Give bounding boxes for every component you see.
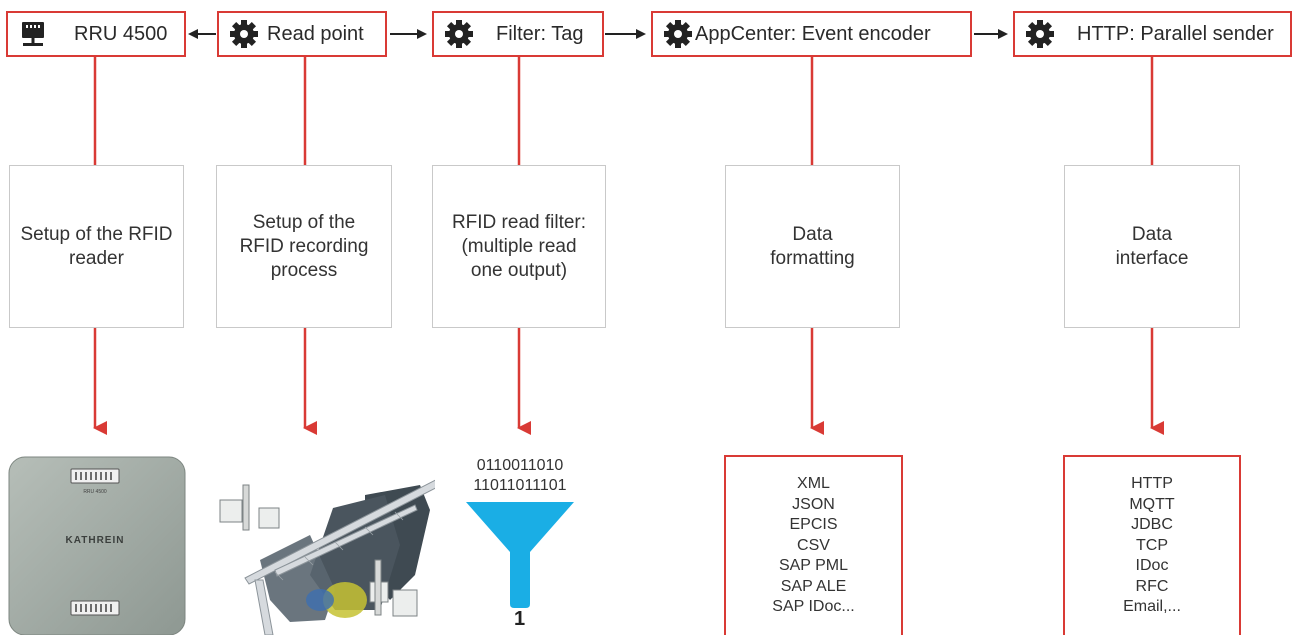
format-item: SAP ALE bbox=[780, 577, 847, 595]
desc-line: Setup of the RFID bbox=[20, 223, 173, 245]
gear-icon bbox=[1025, 19, 1055, 49]
formats-list: XML JSON EPCIS CSV SAP PML SAP ALE SAP I… bbox=[724, 455, 903, 635]
gear-icon bbox=[663, 19, 693, 49]
rfid-reader-device: RRU 4500 KATHREIN bbox=[8, 456, 186, 635]
rfid-portal-illustration bbox=[219, 479, 435, 635]
desc-data-interface: Data interface bbox=[1064, 165, 1240, 328]
desc-line: one output) bbox=[470, 259, 568, 281]
node-label: HTTP: Parallel sender bbox=[1077, 22, 1274, 45]
device-brand-label: KATHREIN bbox=[66, 535, 125, 546]
format-item: CSV bbox=[797, 536, 830, 554]
desc-line: (multiple read bbox=[461, 235, 577, 257]
format-item: JSON bbox=[792, 495, 835, 513]
node-filter-tag[interactable]: Filter: Tag bbox=[432, 11, 604, 57]
format-item: XML bbox=[797, 475, 830, 493]
desc-reader-setup: Setup of the RFID reader bbox=[9, 165, 184, 328]
node-label: Read point bbox=[267, 22, 364, 45]
gear-icon bbox=[444, 19, 474, 49]
device-model-label: RRU 4500 bbox=[83, 489, 107, 495]
interfaces-list: HTTP MQTT JDBC TCP IDoc RFC Email,... bbox=[1063, 455, 1241, 635]
desc-line: Data bbox=[792, 223, 833, 245]
interface-item: HTTP bbox=[1131, 475, 1173, 493]
reader-icon bbox=[18, 19, 48, 49]
interface-item: MQTT bbox=[1129, 495, 1175, 513]
bits-line: 0110011010 bbox=[476, 457, 564, 474]
interface-item: TCP bbox=[1136, 536, 1168, 554]
desc-read-filter: RFID read filter: (multiple read one out… bbox=[432, 165, 606, 328]
interface-item: JDBC bbox=[1131, 516, 1173, 534]
filter-result: 1 bbox=[514, 608, 526, 630]
node-parallel-sender[interactable]: HTTP: Parallel sender bbox=[1013, 11, 1292, 57]
desc-line: Data bbox=[1131, 223, 1173, 245]
bit-stream: 0110011010 11011011101 bbox=[440, 456, 600, 496]
interface-item: IDoc bbox=[1135, 557, 1169, 575]
desc-line: formatting bbox=[770, 247, 855, 269]
desc-line: reader bbox=[69, 247, 124, 269]
desc-line: process bbox=[270, 259, 338, 281]
node-rru-4500[interactable]: RRU 4500 bbox=[6, 11, 186, 57]
node-label: AppCenter: Event encoder bbox=[695, 22, 931, 45]
node-event-encoder[interactable]: AppCenter: Event encoder bbox=[651, 11, 972, 57]
format-item: SAP IDoc... bbox=[772, 598, 855, 616]
gear-icon bbox=[229, 19, 259, 49]
interface-item: RFC bbox=[1135, 577, 1169, 595]
interface-item: Email,... bbox=[1123, 598, 1181, 616]
format-item: SAP PML bbox=[778, 557, 849, 575]
node-read-point[interactable]: Read point bbox=[217, 11, 387, 57]
format-item: EPCIS bbox=[789, 516, 838, 534]
desc-line: interface bbox=[1115, 247, 1189, 269]
filter-funnel-icon bbox=[466, 502, 574, 608]
node-label: RRU 4500 bbox=[74, 22, 168, 45]
desc-data-formatting: Data formatting bbox=[725, 165, 900, 328]
desc-line: RFID read filter: bbox=[451, 211, 587, 233]
bits-line: 11011011101 bbox=[473, 477, 567, 494]
desc-recording-setup: Setup of the RFID recording process bbox=[216, 165, 392, 328]
desc-line: RFID recording bbox=[239, 235, 369, 257]
node-label: Filter: Tag bbox=[496, 22, 584, 45]
desc-line: Setup of the bbox=[252, 211, 356, 233]
